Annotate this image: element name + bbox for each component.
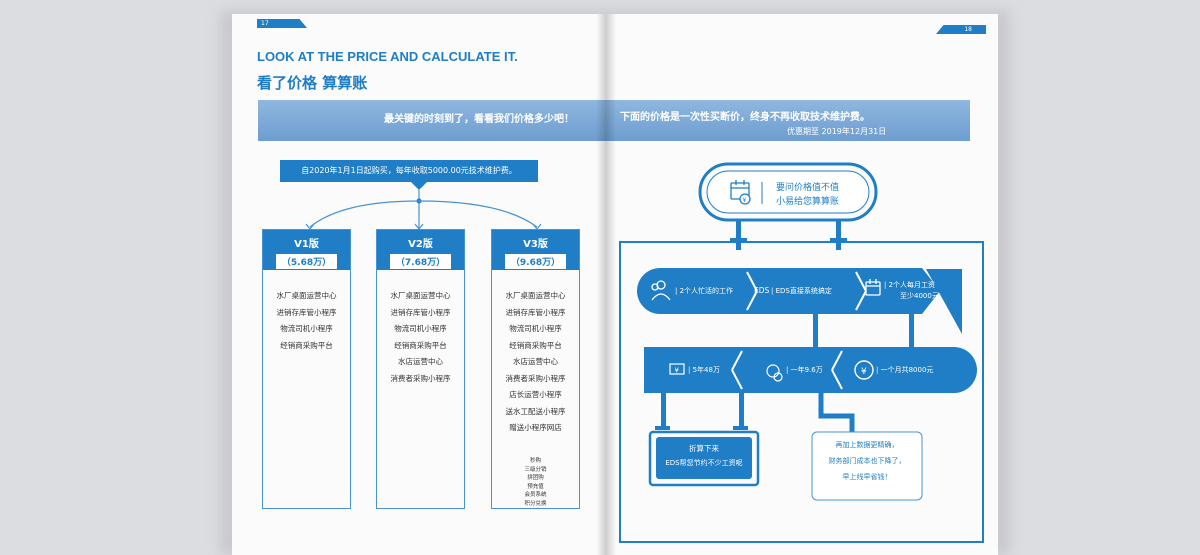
sub-item: 会员系统 <box>524 492 547 498</box>
page-number: 18 <box>964 26 972 33</box>
version-connector-lines <box>305 190 542 230</box>
note-line-1: 再加上数据更精确， <box>835 441 899 449</box>
version-header: V3版 （9.68万） <box>492 230 579 270</box>
sub-item: 积分兑换 <box>524 500 547 507</box>
flow-step-text: | 一年9.6万 <box>786 366 823 374</box>
left-page: 17 LOOK AT THE PRICE AND CALCULATE IT. 看… <box>232 14 604 555</box>
version-card-v1: V1版 （5.68万） 水厂桌面运营中心 进销存库管小程序 物流司机小程序 经销… <box>262 229 351 509</box>
sub-item: 预充值 <box>527 483 544 490</box>
page-number-tab: 18 <box>936 25 986 34</box>
feature-item: 经销商采购平台 <box>509 340 562 350</box>
yen-circle-icon <box>854 360 874 380</box>
feature-item: 消费者采购小程序 <box>390 373 451 383</box>
book-spine-shadow <box>596 14 616 555</box>
feature-item: 经销商采购平台 <box>394 340 447 350</box>
version-card-v2: V2版 （7.68万） 水厂桌面运营中心 进销存库管小程序 物流司机小程序 经销… <box>376 229 465 509</box>
result-line-2: EDS帮您节约不少工资呢 <box>665 459 743 467</box>
version-header: V1版 （5.68万） <box>263 230 350 270</box>
version-card-v3: V3版 （9.68万） 水厂桌面运营中心 进销存库管小程序 物流司机小程序 经销… <box>491 229 580 509</box>
flowchart-graphic: ¥ <box>619 162 984 543</box>
headline-band: 最关键的时刻到了，看看我们价格多少吧！ <box>258 100 604 141</box>
band-text: 下面的价格是一次性买断价，终身不再收取技术维护费。 <box>620 112 870 123</box>
result-box-inner <box>656 437 752 479</box>
svg-text:¥: ¥ <box>861 367 867 377</box>
calendar-yen-icon <box>730 180 751 205</box>
capsule-line-1: 要问价格值不值 <box>776 183 840 193</box>
result-line-1: 折算下来 <box>689 444 719 453</box>
feature-item: 水厂桌面运营中心 <box>276 291 337 300</box>
feature-item: 水厂桌面运营中心 <box>390 291 451 300</box>
feature-item: 消费者采购小程序 <box>505 373 566 383</box>
flow-step-text: | EDS直接系统搞定 <box>771 287 832 295</box>
feature-item: 赠送小程序网店 <box>509 423 562 432</box>
sub-item: 三级分销 <box>524 466 547 473</box>
feature-item: 进销存库管小程序 <box>390 307 451 317</box>
right-page: 18 下面的价格是一次性买断价，终身不再收取技术维护费。 优惠期至 2019年1… <box>604 14 998 555</box>
note-line-3: 早上线早省钱！ <box>842 473 892 481</box>
cash-icon <box>669 363 685 375</box>
svg-text:¥: ¥ <box>743 197 747 204</box>
capsule-line-2: 小易给您算算账 <box>776 197 840 207</box>
version-price: （9.68万） <box>504 254 567 269</box>
sub-item: 拼团购 <box>527 475 544 481</box>
calendar-icon <box>865 279 881 296</box>
page-number: 17 <box>261 20 269 27</box>
version-name: V1版 <box>294 239 319 250</box>
maintenance-fee-banner: 自2020年1月1日起购买，每年收取5000.00元技术维护费。 <box>280 160 538 182</box>
band-text: 最关键的时刻到了，看看我们价格多少吧！ <box>384 114 574 125</box>
feature-item: 经销商采购平台 <box>280 340 333 350</box>
result-box-outer <box>648 430 760 487</box>
capsule-outer <box>698 162 878 222</box>
flow-row-1 <box>637 268 940 314</box>
flow-step-text: | 2个人忙活的工作 <box>675 287 734 295</box>
title-chinese: 看了价格 算算账 <box>257 74 368 92</box>
feature-item: 水店运营中心 <box>513 357 558 366</box>
feature-item: 物流司机小程序 <box>280 324 333 333</box>
gift-sub-list: 秒购 三级分销 拼团购 预充值 会员系统 积分兑换 <box>492 457 579 508</box>
headline-band: 下面的价格是一次性买断价，终身不再收取技术维护费。 优惠期至 2019年12月3… <box>604 100 970 141</box>
version-price: （5.68万） <box>275 254 338 269</box>
feature-item: 送水工配送小程序 <box>505 406 566 416</box>
feature-item: 进销存库管小程序 <box>505 307 566 317</box>
page-number-tab: 17 <box>257 19 307 28</box>
people-icon <box>651 280 671 301</box>
flow-step-text-2: 至少4000元 <box>900 292 939 300</box>
note-box <box>811 431 923 501</box>
coin-icon <box>766 364 783 382</box>
eds-text-icon: EDS <box>754 286 770 295</box>
feature-item: 物流司机小程序 <box>509 324 562 333</box>
version-name: V3版 <box>523 239 548 250</box>
svg-text:¥: ¥ <box>675 367 680 375</box>
feature-item: 水店运营中心 <box>398 357 443 366</box>
feature-list: 水厂桌面运营中心 进销存库管小程序 物流司机小程序 经销商采购平台 <box>263 288 350 354</box>
flow-step-text: | 2个人每月工资 <box>884 281 936 289</box>
note-line-2: 财务部门成本也下降了， <box>828 457 906 465</box>
feature-list: 水厂桌面运营中心 进销存库管小程序 物流司机小程序 经销商采购平台 水店运营中心… <box>492 288 579 437</box>
flow-step-text: | 一个月共8000元 <box>876 366 934 374</box>
banner-pointer <box>411 182 427 190</box>
version-name: V2版 <box>408 239 433 250</box>
flow-step-text: | 5年48万 <box>688 366 720 374</box>
feature-item: 店长运营小程序 <box>509 390 562 399</box>
band-subtext: 优惠期至 2019年12月31日 <box>787 127 887 136</box>
feature-item: 进销存库管小程序 <box>276 307 337 317</box>
title-english: LOOK AT THE PRICE AND CALCULATE IT. <box>257 49 518 64</box>
feature-item: 物流司机小程序 <box>394 324 447 333</box>
version-price: （7.68万） <box>389 254 452 269</box>
feature-list: 水厂桌面运营中心 进销存库管小程序 物流司机小程序 经销商采购平台 水店运营中心… <box>377 288 464 387</box>
flow-row-2 <box>644 347 977 393</box>
version-header: V2版 （7.68万） <box>377 230 464 270</box>
sub-item: 秒购 <box>529 458 541 464</box>
feature-item: 水厂桌面运营中心 <box>505 291 566 300</box>
flow-frame <box>619 241 984 543</box>
